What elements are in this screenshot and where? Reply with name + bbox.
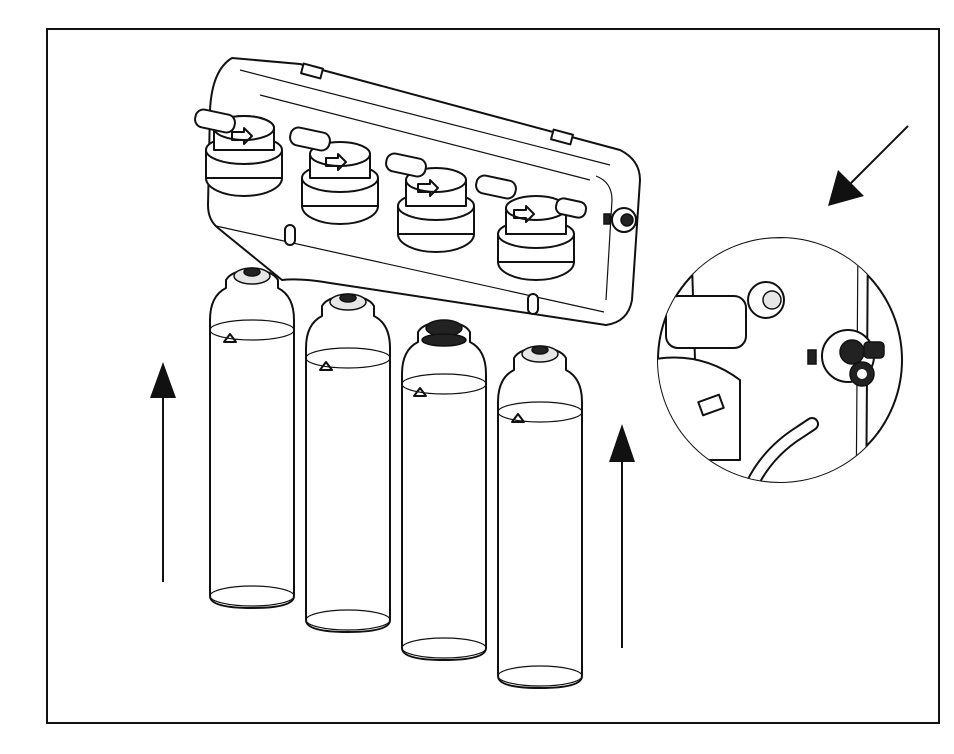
filter-cartridge-1 (209, 267, 295, 609)
alignment-triangle-icon (319, 361, 333, 371)
filter-head-1 (194, 108, 283, 197)
top-clip (300, 62, 324, 80)
filter-cartridges (209, 267, 583, 689)
flow-arrow-icon (417, 179, 439, 197)
filter-head-2 (289, 126, 379, 225)
flow-arrow-icon (513, 205, 535, 223)
filter-cartridge-2 (305, 293, 391, 633)
filter-cartridge-4 (497, 345, 583, 689)
insert-arrow-left (150, 362, 176, 582)
detail-pointer-arrow (828, 125, 909, 206)
filter-cartridge-3 (401, 319, 487, 661)
alignment-triangle-icon (223, 333, 237, 343)
filter-head-3 (385, 152, 475, 253)
insert-arrow-right (609, 424, 635, 648)
alignment-triangle-icon (413, 387, 427, 397)
mounting-slot (527, 293, 539, 315)
mounting-slot (284, 224, 296, 246)
flow-arrow-icon (231, 127, 253, 145)
filter-heads (194, 108, 588, 281)
detail-circle (657, 237, 903, 483)
flow-arrow-icon (325, 153, 347, 171)
top-clip (550, 128, 574, 146)
alignment-triangle-icon (511, 413, 525, 423)
filter-head-4 (475, 174, 588, 281)
